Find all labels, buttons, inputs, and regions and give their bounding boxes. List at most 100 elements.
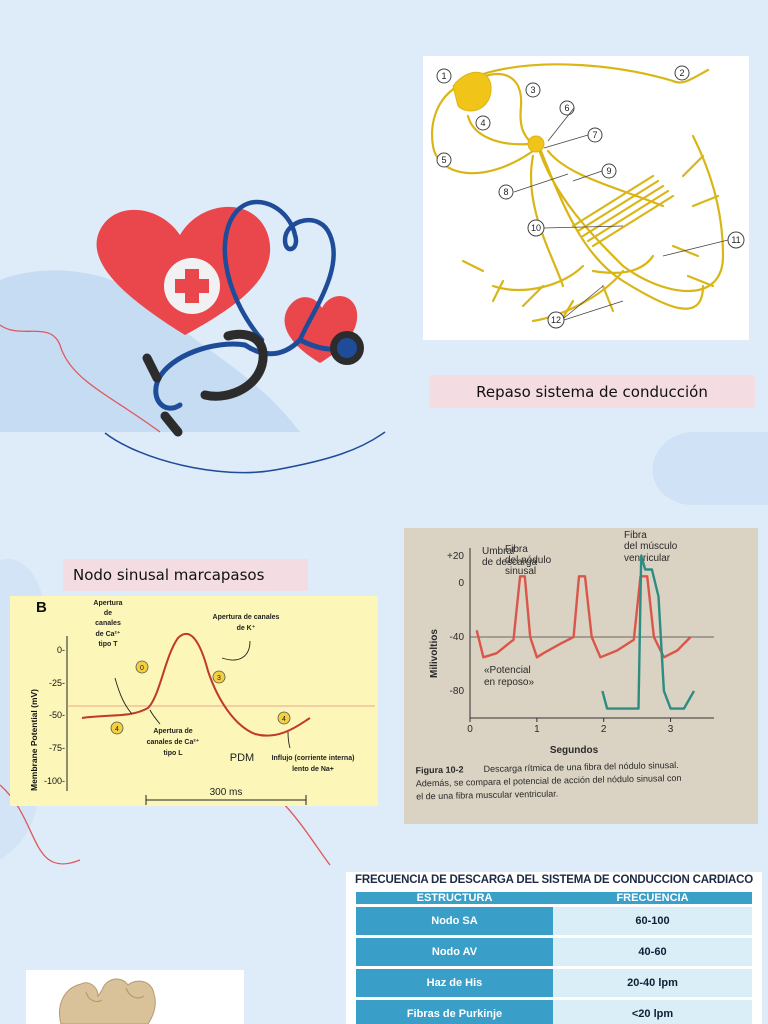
chart-y-tick: -40 [450,632,465,643]
annotation-t-channels-0: Apertura [93,600,122,607]
cell-frequency: 20-40 lpm [553,969,752,997]
action-potential-curve [81,632,311,737]
chart-y-tick: 0 [458,578,464,589]
scale-bar-label: 300 ms [210,787,243,798]
figure-caption-line-1: Además, se compara el potencial de acció… [416,773,682,789]
sinus-node-action-potential-figure: B Membrane Potential (mV) 0- -25- -50- -… [10,596,378,806]
diagram-label-4: 4 [480,118,485,128]
chart-x-tick: 1 [534,724,540,735]
threshold-label-1: de descarga [482,557,537,568]
action-potential-svg: B Membrane Potential (mV) 0- -25- -50- -… [29,599,375,805]
conduction-system-illustration: 1 2 3 4 5 6 7 8 9 10 11 12 [430,63,745,329]
figure-caption-line-2: el de una fibra muscular ventricular. [416,788,558,801]
phase-marker-4-left: 4 [115,726,119,733]
diagram-label-9: 9 [606,166,611,176]
chart-x-tick: 3 [668,724,674,735]
diagram-label-6: 6 [564,103,569,113]
heart-stethoscope-illustration [0,199,386,474]
ytick-50: -50- [49,710,65,720]
annotation-na-influx-1: lento de Na+ [292,766,334,773]
diagram-label-3: 3 [530,85,535,95]
cell-frequency: 40-60 [553,938,752,966]
diagram-label-12: 12 [551,315,561,325]
sinus-node-series [475,575,692,659]
annotation-pdm: PDM [230,752,254,764]
cell-structure: Haz de His [356,969,553,997]
rest-label-1: en reposo» [484,677,534,688]
ventricular-label-2: ventricular [624,553,671,564]
rhythmic-discharge-svg: Milivoltios Segundos Fibra del nódulo si… [415,530,714,801]
anatomical-heart-icon [59,978,156,1024]
conduction-system-diagram: 1 2 3 4 5 6 7 8 9 10 11 12 [423,56,749,340]
annotation-t-channels-1: de [104,610,112,617]
sinus-label-0: Fibra [505,544,528,555]
diagram-label-8: 8 [503,187,508,197]
table-row: Fibras de Purkinje <20 lpm [356,1000,752,1024]
annotation-l-channels-0: Apertura de [153,728,192,735]
anatomical-heart-image [26,970,244,1024]
annotation-l-channels-2: tipo L [163,750,183,757]
chart-y-label: Milivoltios [429,629,440,678]
threshold-label-0: Umbral [482,546,514,557]
sinus-label-1: del nódulo [505,555,552,566]
sinus-label-2: sinusal [505,566,536,577]
panel-letter: B [36,599,47,616]
ytick-25: -25- [49,678,65,688]
cell-frequency: <20 lpm [553,1000,752,1024]
header-estructura: ESTRUCTURA [356,892,553,904]
annotation-l-channels-1: canales de Ca²⁺ [147,738,200,746]
ventricular-label-0: Fibra [624,530,647,541]
caption-nodo-sinusal: Nodo sinusal marcapasos [63,559,308,591]
ytick-0: 0- [57,645,65,655]
diagram-label-1: 1 [441,71,446,81]
figure-caption-line-0: Descarga rítmica de una fibra del nódulo… [483,760,678,774]
conduction-frequency-table: FRECUENCIA DE DESCARGA DEL SISTEMA DE CO… [346,872,762,1024]
ventricular-series [601,554,696,710]
y-axis-label: Membrane Potential (mV) [29,689,39,791]
diagram-label-10: 10 [531,223,541,233]
table-title: FRECUENCIA DE DESCARGA DEL SISTEMA DE CO… [355,874,753,886]
ventricular-label-1: del músculo [624,541,678,552]
blue-tube-line [104,431,386,474]
ytick-100: -100- [44,776,65,786]
chart-x-label: Segundos [550,745,599,756]
medical-cross-icon [164,258,220,314]
diagram-label-7: 7 [592,130,597,140]
header-frecuencia: FRECUENCIA [553,892,752,904]
chart-x-tick: 2 [601,724,607,735]
rest-label-0: «Potencial [484,665,531,676]
red-outline-wave [0,324,161,433]
cell-structure: Nodo SA [356,907,553,935]
rhythmic-discharge-chart: Milivoltios Segundos Fibra del nódulo si… [404,528,758,824]
annotation-k-channels-0: Apertura de canales [213,614,280,621]
chart-y-tick: -80 [450,686,465,697]
chart-x-tick: 0 [467,724,473,735]
cell-structure: Fibras de Purkinje [356,1000,553,1024]
diagram-label-11: 11 [731,235,740,245]
top-right-blob [652,432,768,505]
red-wave-bottom-mid [279,799,331,866]
chart-y-tick: +20 [447,551,464,562]
table-row: Nodo AV 40-60 [356,938,752,966]
phase-marker-0: 0 [140,665,144,672]
ytick-75: -75- [49,743,65,753]
cell-frequency: 60-100 [553,907,752,935]
annotation-k-channels-1: de K⁺ [237,624,256,632]
phase-marker-3: 3 [217,675,221,682]
frequency-table: ESTRUCTURA FRECUENCIA Nodo SA 60-100 Nod… [356,889,752,1024]
cell-structure: Nodo AV [356,938,553,966]
annotation-t-channels-4: tipo T [98,641,118,648]
stethoscope-icon [142,199,364,437]
table-header-row: ESTRUCTURA FRECUENCIA [356,892,752,904]
table-row: Nodo SA 60-100 [356,907,752,935]
annotation-t-channels-3: de Ca²⁺ [95,630,120,638]
phase-marker-4-right: 4 [282,716,286,723]
diagram-label-2: 2 [679,68,684,78]
figure-caption-prefix: Figura 10-2 [415,764,463,775]
table-row: Haz de His 20-40 lpm [356,969,752,997]
annotation-na-influx-0: Influjo (corriente interna) [272,755,355,762]
svg-text:Figura 10-2: Figura 10-2 [415,764,463,775]
annotation-t-channels-2: canales [95,620,121,627]
caption-repaso-sistema: Repaso sistema de conducción [429,375,755,408]
diagram-label-5: 5 [441,155,446,165]
